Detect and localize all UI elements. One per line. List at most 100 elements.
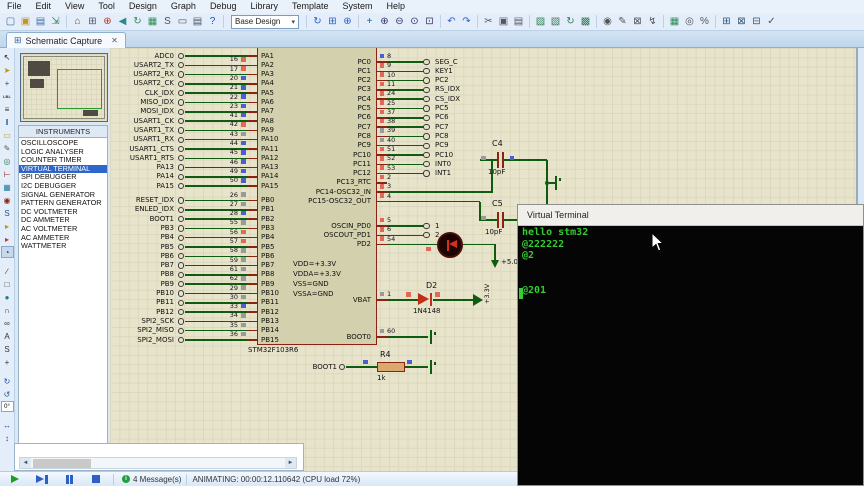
menu-debug[interactable]: Debug — [209, 1, 237, 11]
terminal-node[interactable] — [423, 58, 430, 66]
terminal-node[interactable] — [177, 80, 185, 88]
terminal-node[interactable] — [177, 243, 185, 251]
instrument-item-logic-analyser[interactable]: LOGIC ANALYSER — [21, 147, 84, 156]
zoom-area-icon[interactable]: ⊡ — [425, 16, 434, 27]
sheet-grid-icon[interactable]: ⊞ — [88, 16, 97, 27]
menu-graph[interactable]: Graph — [170, 1, 196, 11]
design-selector-combo[interactable]: Base Design▾ — [231, 14, 299, 29]
instrument-item-virtual-terminal[interactable]: VIRTUAL TERMINAL — [19, 164, 107, 174]
terminal-node[interactable] — [177, 197, 185, 204]
menu-design[interactable]: Design — [128, 1, 157, 11]
terminal-node[interactable] — [177, 327, 185, 334]
line-2d-mode-icon[interactable]: ∕ — [6, 266, 8, 276]
search-and-tag-icon[interactable]: ◎ — [685, 16, 694, 27]
instrument-item-ac-ammeter[interactable]: AC AMMETER — [21, 233, 70, 242]
false-origin-icon[interactable]: ⊕ — [103, 16, 112, 27]
horizontal-scrollbar[interactable]: ◄ ► — [19, 457, 297, 469]
terminal-node[interactable] — [423, 142, 430, 149]
terminal-node[interactable] — [177, 145, 185, 153]
terminal-node[interactable] — [338, 363, 346, 371]
rotate-clockwise-icon[interactable]: ↻ — [3, 376, 11, 386]
menu-edit[interactable]: Edit — [35, 1, 52, 11]
instrument-item-wattmeter[interactable]: WATTMETER — [21, 242, 67, 251]
led-indicator[interactable] — [437, 231, 463, 258]
block-move-icon[interactable]: ▧ — [550, 16, 561, 27]
text-script-mode-icon[interactable]: ≡ — [4, 104, 10, 114]
instrument-item-spi-debugger[interactable]: SPI DEBUGGER — [21, 173, 77, 182]
messages-count[interactable]: 4 Message(s) — [133, 474, 182, 484]
terminal-node[interactable] — [177, 271, 185, 279]
box-2d-mode-icon[interactable]: □ — [4, 279, 10, 289]
display-options-icon[interactable]: ▦ — [147, 16, 158, 27]
instrument-item-signal-generator[interactable]: SIGNAL GENERATOR — [21, 190, 96, 199]
tape-recorder-mode-icon[interactable]: ◉ — [3, 195, 11, 205]
home-icon[interactable]: ⌂ — [74, 16, 81, 27]
capacitor-c5[interactable] — [496, 212, 499, 228]
instrument-item-dc-voltmeter[interactable]: DC VOLTMETER — [21, 207, 78, 216]
scroll-left-arrow[interactable]: ◄ — [20, 458, 31, 468]
terminal-node[interactable] — [423, 68, 430, 75]
terminal-output[interactable]: hello stm32@222222@2@201 — [518, 226, 863, 485]
terminal-node[interactable] — [177, 281, 185, 288]
selection-mode-icon[interactable]: ↖ — [3, 52, 11, 62]
stop-button[interactable] — [84, 473, 108, 485]
tab-close-icon[interactable]: ✕ — [111, 36, 118, 45]
terminal-node[interactable] — [177, 308, 185, 316]
design-explorer-icon[interactable]: ▦ — [669, 16, 680, 27]
design-sheet-icon[interactable]: S — [164, 16, 171, 27]
terminal-node[interactable] — [177, 253, 185, 260]
instrument-item-dc-ammeter[interactable]: DC AMMETER — [21, 216, 70, 225]
goto-previous-icon[interactable]: ◀ — [118, 16, 127, 27]
terminal-node[interactable] — [177, 117, 185, 125]
junction-dot-mode-icon[interactable]: + — [4, 78, 10, 88]
terminal-node[interactable] — [177, 90, 185, 97]
menu-system[interactable]: System — [342, 1, 373, 11]
terminal-node[interactable] — [423, 133, 430, 140]
block-delete-icon[interactable]: ▩ — [580, 16, 591, 27]
instrument-item-counter-timer[interactable]: COUNTER TIMER — [21, 156, 82, 165]
terminal-node[interactable] — [423, 86, 430, 94]
make-device-icon[interactable]: ✎ — [618, 16, 627, 27]
toggle-grid-icon[interactable]: ⊞ — [328, 16, 337, 27]
terminal-node[interactable] — [177, 127, 185, 134]
terminal-node[interactable] — [423, 232, 430, 239]
help-icon[interactable]: ? — [209, 16, 216, 27]
component-mode-icon[interactable]: ➤ — [3, 65, 11, 75]
mirror-vertical-icon[interactable]: ↕ — [5, 433, 9, 443]
tab-schematic-capture[interactable]: ⊞ Schematic Capture ✕ — [6, 32, 126, 48]
terminal-node[interactable] — [177, 164, 185, 171]
symbol-2d-mode-icon[interactable]: S — [4, 344, 10, 354]
refresh-view-icon[interactable]: ↻ — [313, 16, 322, 27]
virtual-instruments-mode-icon[interactable]: ◔ — [0, 246, 14, 258]
capacitor-c4[interactable] — [501, 152, 504, 168]
menu-library[interactable]: Library — [250, 1, 278, 11]
terminal-node[interactable] — [177, 299, 185, 306]
packaging-tool-icon[interactable]: ⊠ — [633, 16, 642, 27]
instant-edit-mode-icon[interactable]: ✎ — [3, 143, 11, 153]
terminal-node[interactable] — [177, 225, 185, 232]
goto-sheet-icon[interactable]: ⊟ — [752, 16, 761, 27]
terminal-node[interactable] — [177, 206, 185, 213]
menu-template[interactable]: Template — [291, 1, 329, 11]
wire-label-mode-icon[interactable]: LBL — [3, 93, 11, 99]
new-file-icon[interactable]: ▢ — [5, 16, 16, 27]
terminal-node[interactable] — [177, 290, 185, 297]
arc-2d-mode-icon[interactable]: ∩ — [4, 305, 10, 315]
terminal-node[interactable] — [177, 99, 185, 106]
current-probe-mode-icon[interactable]: ▸ — [4, 234, 9, 244]
instrument-item-i2c-debugger[interactable]: I2C DEBUGGER — [21, 181, 77, 190]
terminal-node[interactable] — [177, 318, 185, 325]
zoom-in-icon[interactable]: ⊕ — [380, 16, 389, 27]
zoom-out-icon[interactable]: ⊖ — [395, 16, 404, 27]
schematic-overview-preview[interactable] — [20, 53, 108, 122]
subcircuit-mode-icon[interactable]: ▭ — [3, 130, 11, 140]
mcu-chip[interactable] — [257, 48, 377, 345]
capacitor-c5[interactable] — [501, 212, 504, 228]
menu-tool[interactable]: Tool — [98, 1, 115, 11]
origin-marker-icon[interactable]: ⊕ — [343, 16, 352, 27]
terminal-node[interactable] — [423, 151, 430, 159]
decompose-tool-icon[interactable]: ↯ — [648, 16, 657, 27]
voltage-probe-mode-icon[interactable]: ▸ — [4, 221, 9, 231]
path-2d-mode-icon[interactable]: ∞ — [4, 318, 10, 328]
undo-icon[interactable]: ↶ — [447, 16, 456, 27]
